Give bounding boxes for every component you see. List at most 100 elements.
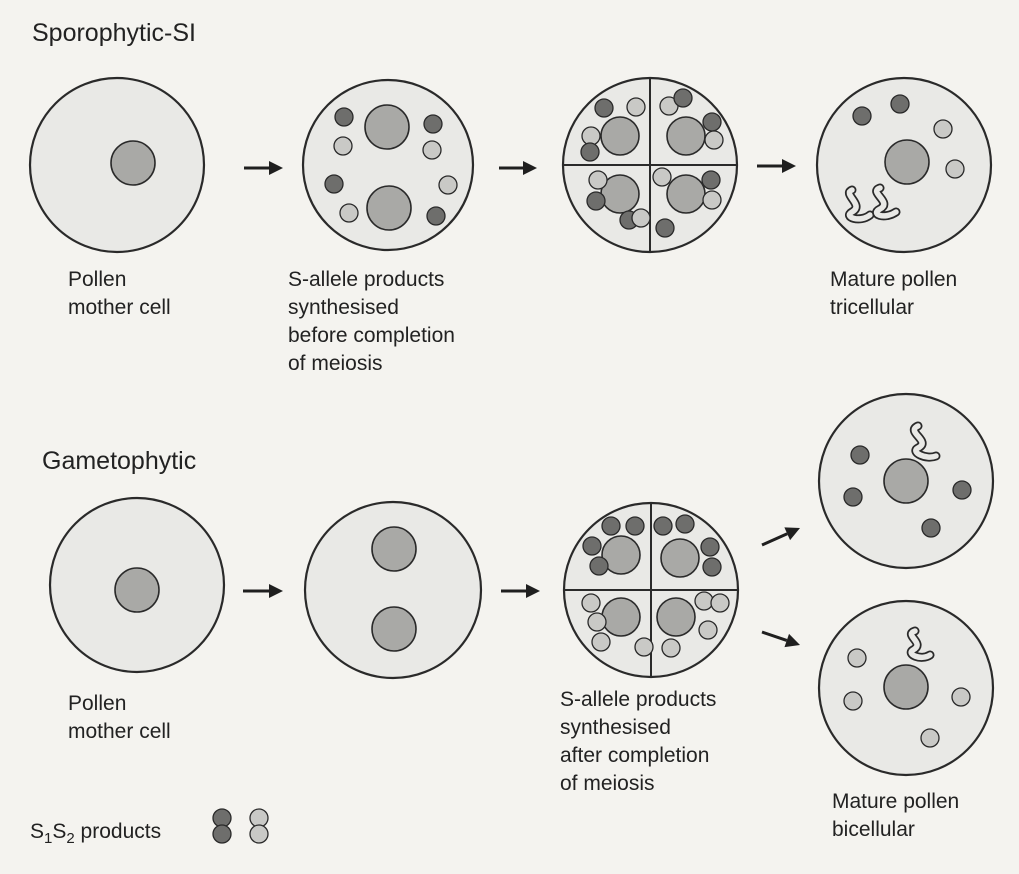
gam-mature-dark-dot xyxy=(952,480,972,500)
gam-mature-light-dot xyxy=(951,687,971,707)
spo-meiosis-nucleus-bottom xyxy=(366,185,412,231)
spo-mature-dot xyxy=(852,106,872,126)
spo-meiosis-dot xyxy=(423,114,443,134)
gam-mature-light-dot xyxy=(843,691,863,711)
gam-meiosis-nucleus-bottom xyxy=(371,606,417,652)
gam-mature-dark-nucleus xyxy=(883,458,929,504)
spo-mature-dot xyxy=(933,119,953,139)
spo-pmc-nucleus xyxy=(110,140,156,186)
gam-tetrad-nucleus-bl xyxy=(601,597,641,637)
gam-mature-light-dot xyxy=(847,648,867,668)
gam-mature-dark-dot xyxy=(921,518,941,538)
spo-meiosis-dot xyxy=(324,174,344,194)
gam-tetrad-dot xyxy=(589,556,609,576)
sporophytic-title: Sporophytic-SI xyxy=(32,19,196,47)
spo-tetrad-dot xyxy=(704,130,724,150)
legend-s1-letter: S xyxy=(30,820,45,843)
spo-tetrad-dot xyxy=(701,170,721,190)
spo-tetrad-dot xyxy=(702,112,722,132)
gam-pmc-nucleus xyxy=(114,567,160,613)
spo-meiosis-dot xyxy=(333,136,353,156)
spo-mature-nucleus xyxy=(884,139,930,185)
gam-tetrad-nucleus-br xyxy=(656,597,696,637)
gam-tetrad-dot xyxy=(634,637,654,657)
spo-tetrad-dot xyxy=(673,88,693,108)
gam-arrow-1-head xyxy=(269,584,283,598)
gam-tetrad-dot xyxy=(653,516,673,536)
spo-arrow-3-head xyxy=(782,159,796,173)
legend-s2-sub: 2 xyxy=(66,830,75,848)
gametophytic-mature-label: Mature pollen bicellular xyxy=(832,790,960,841)
gam-mature-light-tube-fill xyxy=(908,628,933,661)
spo-mature-dot xyxy=(890,94,910,114)
spo-tetrad-dot xyxy=(586,191,606,211)
gam-mature-light-dot xyxy=(920,728,940,748)
gam-tetrad-dot xyxy=(587,612,607,632)
gam-tetrad-dot xyxy=(700,537,720,557)
legend-label: S1S2 products xyxy=(30,818,161,853)
spo-tetrad-dot xyxy=(580,142,600,162)
gam-tetrad-dot xyxy=(625,516,645,536)
spo-tetrad-nucleus-tl xyxy=(600,116,640,156)
gam-tetrad-dot xyxy=(582,536,602,556)
gam-mature-dark-dot xyxy=(850,445,870,465)
gam-tetrad-nucleus-tl xyxy=(601,535,641,575)
gam-tetrad-dot xyxy=(710,593,730,613)
spo-tetrad-dot xyxy=(631,208,651,228)
gam-arrow-3b-shaft xyxy=(761,630,788,642)
gam-meiosis-nucleus-top xyxy=(371,526,417,572)
spo-meiosis-dot xyxy=(422,140,442,160)
gam-mature-dark-tube-fill xyxy=(911,423,939,460)
gam-tetrad-dot xyxy=(581,593,601,613)
spo-arrow-1-head xyxy=(269,161,283,175)
spo-tetrad-nucleus-tr xyxy=(666,116,706,156)
spo-arrow-2-head xyxy=(523,161,537,175)
gam-meiosis-cell xyxy=(303,500,483,680)
gam-tetrad-dot xyxy=(601,516,621,536)
spo-mature-dot xyxy=(945,159,965,179)
sporophytic-mature-label: Mature pollen tricellular xyxy=(830,268,958,319)
gam-tetrad-dot xyxy=(591,632,611,652)
spo-tetrad-dot xyxy=(655,218,675,238)
legend-suffix: products xyxy=(74,820,162,843)
gam-arrow-3a-shaft xyxy=(761,532,788,547)
legend-s2-dot-bottom xyxy=(249,824,269,844)
gam-mature-dark-dot xyxy=(843,487,863,507)
legend-s1-dot-bottom xyxy=(212,824,232,844)
sporophytic-pmc-label: Pollen mother cell xyxy=(68,268,171,319)
gam-tetrad-dot xyxy=(698,620,718,640)
spo-tetrad-dot xyxy=(588,170,608,190)
spo-mature-tube-1-fill xyxy=(846,187,873,222)
gam-arrow-3b-head xyxy=(784,633,800,648)
gam-tetrad-dot xyxy=(694,591,714,611)
spo-meiosis-dot xyxy=(438,175,458,195)
spo-tetrad-dot xyxy=(594,98,614,118)
spo-meiosis-dot xyxy=(334,107,354,127)
sporophytic-synthesis-label: S-allele products synthesised before com… xyxy=(288,268,455,375)
gametophytic-pmc-label: Pollen mother cell xyxy=(68,692,171,743)
legend-s2-dot-top xyxy=(249,808,269,828)
gam-arrow-2-head xyxy=(526,584,540,598)
spo-meiosis-nucleus-top xyxy=(364,104,410,150)
spo-tetrad-dot xyxy=(702,190,722,210)
gam-mature-light-nucleus xyxy=(883,664,929,710)
gam-tetrad-dot xyxy=(702,557,722,577)
gam-tetrad-dot xyxy=(661,638,681,658)
legend-s1-dot-top xyxy=(212,808,232,828)
gam-tetrad-nucleus-tr xyxy=(660,538,700,578)
spo-mature-tube-2-fill xyxy=(873,185,899,219)
spo-tetrad-dot xyxy=(626,97,646,117)
gam-arrow-3a-head xyxy=(784,527,800,541)
gametophytic-synthesis-label: S-allele products synthesised after comp… xyxy=(560,688,717,795)
spo-tetrad-dot xyxy=(652,167,672,187)
gam-tetrad-dot xyxy=(675,514,695,534)
gametophytic-title: Gametophytic xyxy=(42,447,197,475)
legend-s2-letter: S xyxy=(52,820,67,843)
spo-tetrad-nucleus-br xyxy=(666,174,706,214)
spo-meiosis-dot xyxy=(339,203,359,223)
spo-meiosis-dot xyxy=(426,206,446,226)
spo-tetrad-dot xyxy=(581,126,601,146)
legend-s1-sub: 1 xyxy=(44,830,53,848)
